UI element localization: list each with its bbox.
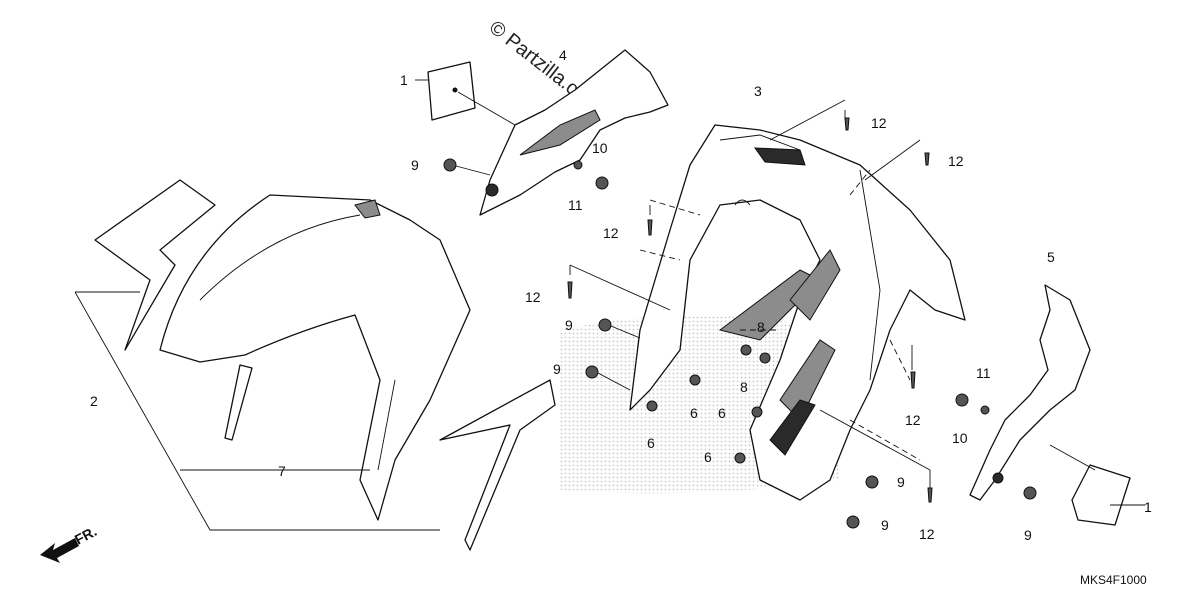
callout-9-f: 9 — [1024, 527, 1032, 543]
callout-12-a: 12 — [871, 115, 887, 131]
callout-10-a: 10 — [592, 140, 608, 156]
callout-11-a: 11 — [568, 197, 583, 213]
callout-2: 2 — [90, 393, 98, 409]
fastener-hardware — [443, 117, 1037, 529]
callout-9-d: 9 — [897, 474, 905, 490]
callout-9-b: 9 — [565, 317, 573, 333]
callout-8-a: 8 — [757, 319, 765, 335]
callout-12-e: 12 — [905, 412, 921, 428]
callout-10-b: 10 — [952, 430, 968, 446]
callout-11-b: 11 — [976, 365, 991, 381]
callout-12-c: 12 — [603, 225, 619, 241]
callout-9-e: 9 — [881, 517, 889, 533]
callout-12-d: 12 — [525, 289, 541, 305]
callout-1-right: 1 — [1144, 499, 1152, 515]
callout-9-a: 9 — [411, 157, 419, 173]
callout-3: 3 — [754, 83, 762, 99]
callout-7: 7 — [278, 463, 286, 479]
side-cover-right[interactable] — [969, 284, 1091, 501]
callout-12-f: 12 — [919, 526, 935, 542]
emblem-plate-right[interactable] — [1071, 464, 1131, 526]
side-cover-left[interactable] — [479, 49, 669, 216]
callout-4: 4 — [559, 47, 567, 63]
callout-6-c: 6 — [718, 405, 726, 421]
callout-9-c: 9 — [553, 361, 561, 377]
callout-1-left: 1 — [400, 72, 408, 88]
center-fairing[interactable] — [629, 124, 966, 501]
front-direction-arrow-icon — [40, 538, 79, 563]
callout-12-b: 12 — [948, 153, 964, 169]
callout-8-b: 8 — [740, 379, 748, 395]
callout-6-b: 6 — [647, 435, 655, 451]
diagram-reference-code: MKS4F1000 — [1080, 573, 1147, 587]
callout-5: 5 — [1047, 249, 1055, 265]
callout-6-a: 6 — [690, 405, 698, 421]
front-fender-assembly[interactable] — [94, 179, 556, 551]
emblem-plate-left[interactable] — [427, 61, 476, 121]
callout-6-d: 6 — [704, 449, 712, 465]
